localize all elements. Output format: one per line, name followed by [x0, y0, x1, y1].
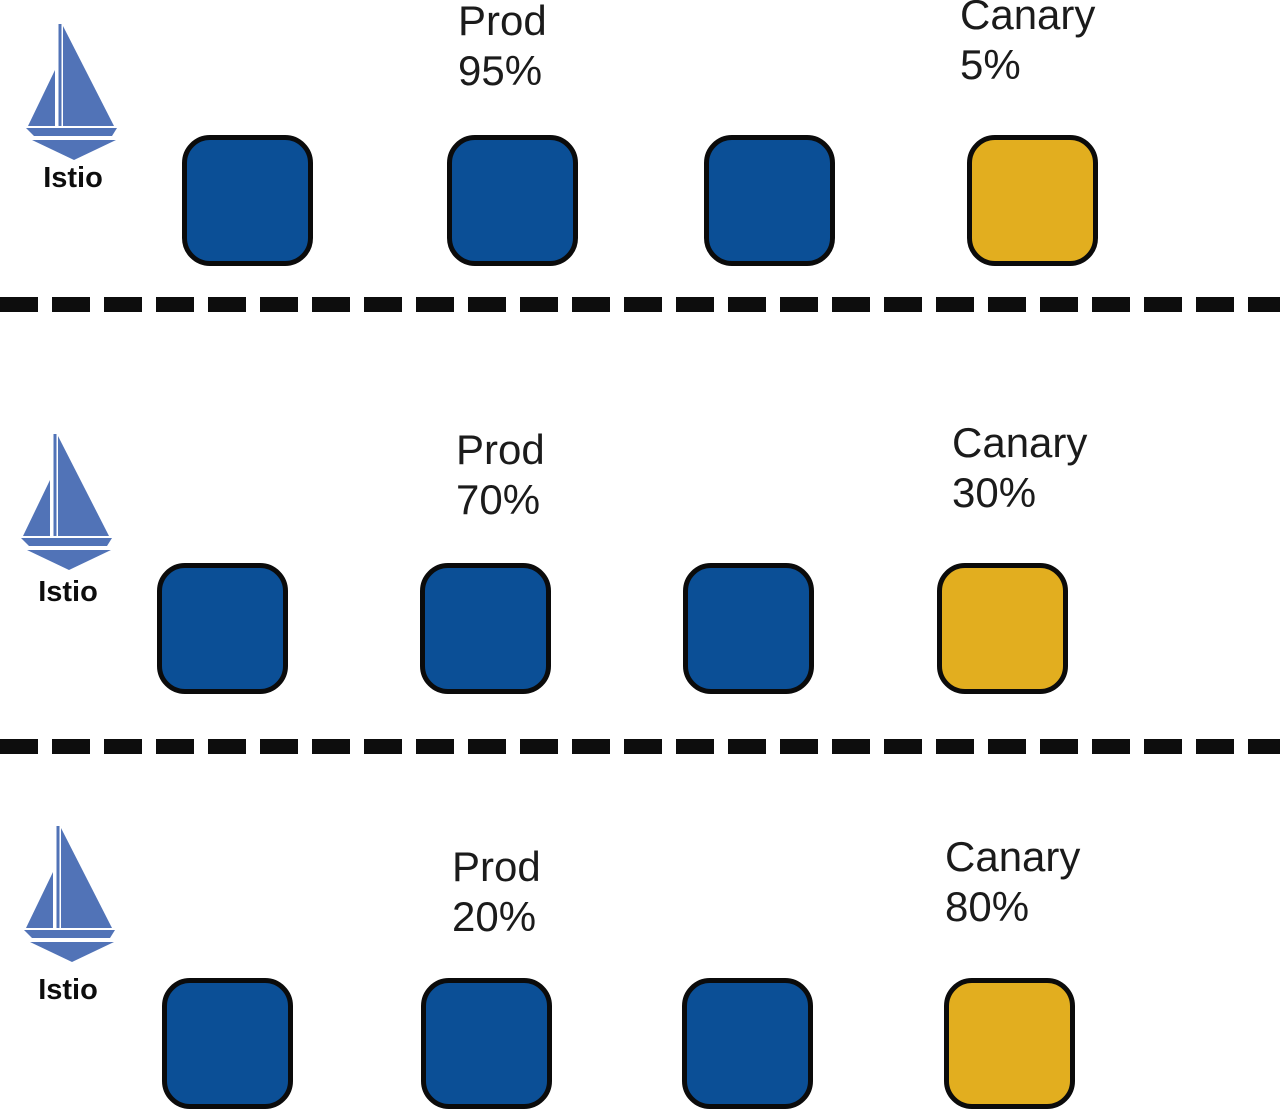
canary-traffic-label: Canary 80% — [945, 832, 1080, 932]
prod-label: Prod — [452, 843, 541, 890]
prod-percent: 70% — [456, 476, 541, 523]
prod-label: Prod — [456, 426, 545, 473]
dashed-separator — [0, 739, 1280, 754]
prod-traffic-label: Prod 95% — [458, 0, 547, 96]
canary-traffic-label: Canary 5% — [960, 0, 1095, 90]
dashed-separator — [0, 297, 1280, 312]
pod-prod — [162, 978, 293, 1109]
canary-label: Canary — [945, 833, 1081, 880]
istio-label: Istio — [38, 974, 98, 1006]
pod-canary — [944, 978, 1075, 1109]
pod-prod — [182, 135, 313, 266]
pod-prod — [157, 563, 288, 694]
canary-percent: 80% — [945, 883, 1030, 930]
canary-percent: 30% — [952, 469, 1037, 516]
istio-sailboat-icon — [21, 434, 112, 570]
prod-traffic-label: Prod 70% — [456, 425, 545, 525]
canary-label: Canary — [952, 419, 1088, 466]
pod-canary — [967, 135, 1098, 266]
prod-percent: 20% — [452, 893, 537, 940]
canary-percent: 5% — [960, 41, 1021, 88]
istio-label: Istio — [38, 576, 98, 608]
prod-percent: 95% — [458, 47, 543, 94]
pod-prod — [420, 563, 551, 694]
pod-prod — [421, 978, 552, 1109]
prod-label: Prod — [458, 0, 547, 44]
canary-traffic-label: Canary 30% — [952, 418, 1087, 518]
pod-prod — [682, 978, 813, 1109]
pod-prod — [704, 135, 835, 266]
istio-label: Istio — [43, 162, 103, 194]
pod-prod — [683, 563, 814, 694]
pod-canary — [937, 563, 1068, 694]
istio-sailboat-icon — [26, 24, 117, 160]
istio-sailboat-icon — [24, 826, 115, 962]
pod-prod — [447, 135, 578, 266]
canary-label: Canary — [960, 0, 1096, 38]
prod-traffic-label: Prod 20% — [452, 842, 541, 942]
